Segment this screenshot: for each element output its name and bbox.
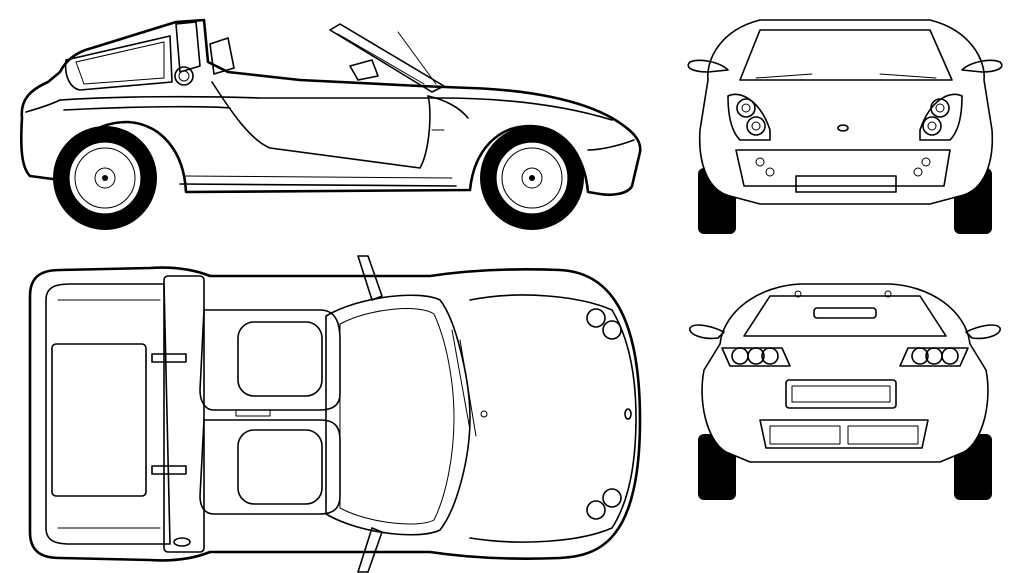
- top-view: [28, 255, 642, 573]
- rear-view: [689, 283, 1001, 500]
- rear-wheel: [53, 126, 157, 230]
- front-wheel: [480, 126, 584, 230]
- front-view: [687, 19, 1003, 234]
- side-view: [19, 18, 642, 230]
